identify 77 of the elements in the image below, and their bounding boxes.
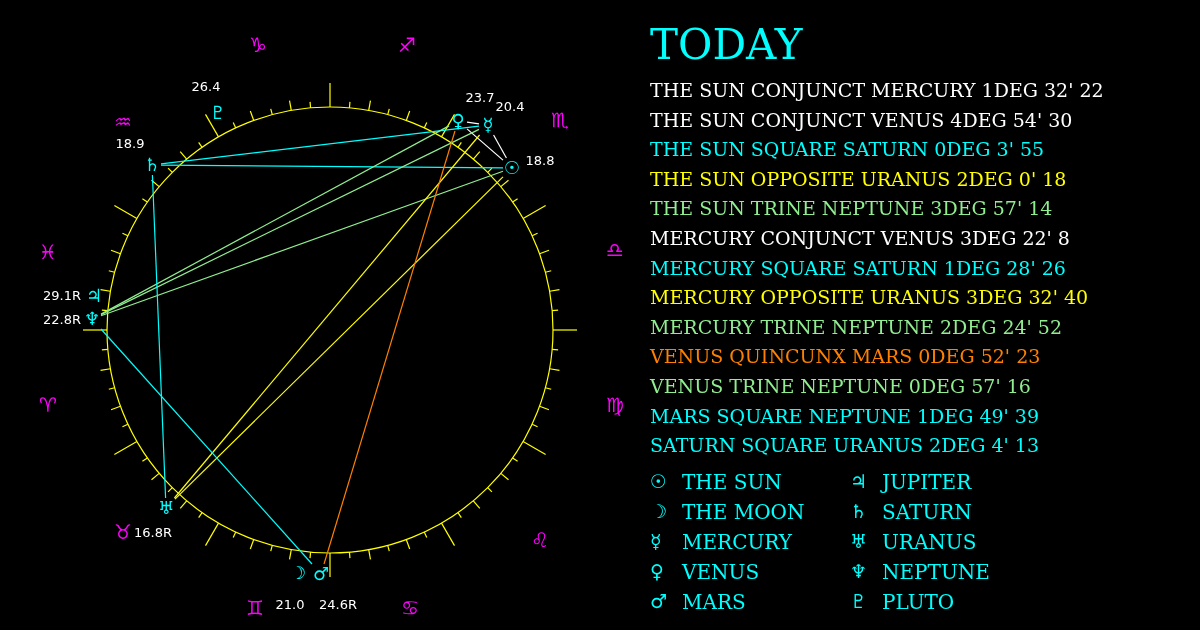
planet-glyph: ♃: [85, 286, 103, 306]
aspect-text: MERCURY OPPOSITE URANUS 3DEG 32' 40: [650, 288, 1089, 308]
planet-name: THE SUN: [682, 472, 782, 492]
zodiac-sign-glyph: ♐: [398, 35, 416, 55]
planet-glyph: ♅: [157, 498, 175, 518]
aspect-line: [151, 174, 167, 499]
zodiac-sign-glyph: ♑: [249, 35, 267, 55]
planet-glyph-icon: ♂: [650, 592, 668, 611]
zodiac-sign-glyph: ♒: [114, 112, 132, 132]
planet-glyph: ♀: [449, 111, 467, 131]
planet-name: MARS: [682, 592, 746, 612]
degree-label: 26.4: [191, 79, 221, 93]
planet-glyph: ♆: [83, 309, 101, 329]
aspect-text: MERCURY CONJUNCT VENUS 3DEG 22' 8: [650, 229, 1070, 248]
aspect-text: VENUS TRINE NEPTUNE 0DEG 57' 16: [650, 377, 1031, 396]
degree-label: 20.4: [495, 99, 525, 113]
planet-glyph: ☉: [503, 158, 521, 178]
degree-label: 22.8R: [43, 312, 81, 326]
aspect-text: MARS SQUARE NEPTUNE 1DEG 49' 39: [650, 406, 1040, 426]
zodiac-sign-glyph: ♎: [606, 240, 624, 260]
aspect-line: [466, 121, 480, 125]
planet-glyph: ☿: [479, 115, 497, 135]
degree-label: 18.9: [115, 136, 145, 150]
aspect-text: THE SUN SQUARE SATURN 0DEG 3' 55: [650, 140, 1045, 160]
planet-glyph: ♇: [209, 103, 227, 123]
zodiac-sign-glyph: ♋: [401, 598, 419, 618]
planet-name: URANUS: [882, 532, 977, 552]
aspect-text: MERCURY SQUARE SATURN 1DEG 28' 26: [650, 258, 1066, 278]
aspect-line: [174, 176, 504, 500]
planet-glyph-icon: ♆: [850, 562, 868, 581]
aspect-line: [466, 128, 504, 161]
degree-label: 29.1R: [43, 288, 81, 302]
zodiac-sign-glyph: ♊: [246, 598, 264, 618]
aspect-text: VENUS QUINCUNX MARS 0DEG 52' 23: [650, 347, 1041, 367]
planet-glyph: ♂: [312, 564, 330, 584]
planet-name: SATURN: [882, 502, 972, 522]
aspect-text: THE SUN CONJUNCT VENUS 4DEG 54' 30: [650, 110, 1073, 130]
planet-name: THE MOON: [682, 502, 805, 522]
degree-label: 18.8: [525, 153, 555, 167]
planet-name: MERCURY: [682, 532, 792, 552]
aspect-line: [100, 170, 504, 317]
planet-name: JUPITER: [882, 472, 972, 492]
planet-glyph-icon: ☿: [650, 532, 662, 551]
planet-glyph: ♄: [143, 155, 161, 175]
zodiac-sign-glyph: ♈: [39, 395, 57, 415]
aspect-text: THE SUN TRINE NEPTUNE 3DEG 57' 14: [650, 199, 1053, 219]
planet-glyph: ☽: [289, 563, 307, 583]
planet-glyph-icon: ♇: [850, 592, 868, 611]
degree-label: 24.6R: [319, 597, 357, 611]
zodiac-sign-glyph: ♍: [606, 395, 624, 415]
planet-name: NEPTUNE: [882, 562, 990, 582]
aspect-line: [492, 134, 508, 159]
aspect-text: MERCURY TRINE NEPTUNE 2DEG 24' 52: [650, 317, 1063, 337]
aspect-text: SATURN SQUARE URANUS 2DEG 4' 13: [650, 436, 1039, 456]
title: TODAY: [650, 24, 803, 66]
aspect-text: THE SUN OPPOSITE URANUS 2DEG 0' 18: [650, 169, 1067, 189]
planet-glyph-icon: ♀: [650, 562, 664, 581]
planet-name: PLUTO: [882, 592, 955, 612]
planet-name: VENUS: [682, 562, 760, 582]
planet-glyph-icon: ♅: [850, 532, 868, 551]
planet-glyph-icon: ☉: [650, 472, 668, 491]
aspect-line: [160, 164, 504, 169]
planet-glyph-icon: ♄: [850, 502, 868, 521]
aspect-line: [173, 134, 481, 499]
zodiac-sign-glyph: ♓: [39, 242, 57, 262]
aspect-line: [100, 328, 313, 565]
aspect-line: [160, 125, 480, 165]
degree-label: 16.8R: [134, 525, 172, 539]
planet-glyph-icon: ☽: [650, 502, 668, 521]
zodiac-sign-glyph: ♏: [551, 110, 569, 130]
planet-glyph-icon: ♃: [850, 472, 868, 491]
aspect-text: THE SUN CONJUNCT MERCURY 1DEG 32' 22: [650, 81, 1104, 100]
zodiac-sign-glyph: ♌: [531, 530, 549, 550]
zodiac-sign-glyph: ♉: [114, 522, 132, 542]
degree-label: 23.7: [465, 90, 495, 104]
degree-label: 21.0: [275, 597, 305, 611]
aspect-line: [323, 130, 456, 565]
